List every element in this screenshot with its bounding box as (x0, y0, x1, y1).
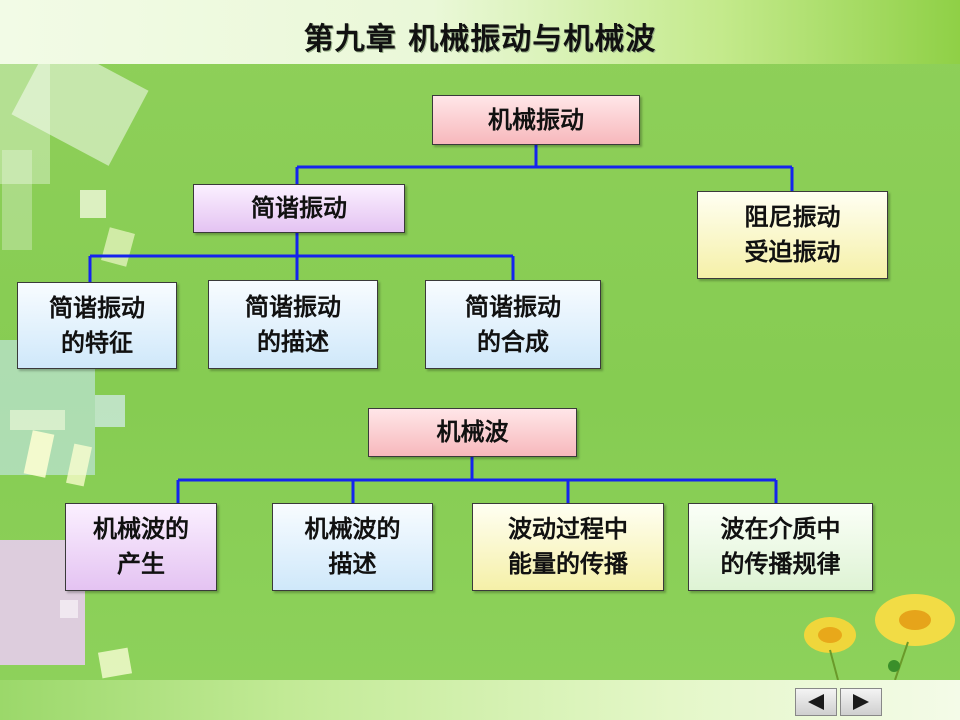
prev-slide-button[interactable] (795, 688, 837, 716)
node-wave-propagation-law: 波在介质中 的传播规律 (688, 503, 873, 591)
deco-square (10, 410, 65, 430)
deco-square (95, 395, 125, 427)
next-slide-button[interactable] (840, 688, 882, 716)
flower-decoration (804, 594, 955, 680)
node-mechanical-vibration: 机械振动 (432, 95, 640, 145)
deco-square (60, 600, 78, 618)
node-wave-description: 机械波的 描述 (272, 503, 433, 591)
node-shm-features: 简谐振动 的特征 (17, 282, 177, 369)
node-wave-energy: 波动过程中 能量的传播 (472, 503, 664, 591)
title-bar: 第九章 机械振动与机械波 (0, 0, 960, 64)
node-damped-forced-vibration: 阻尼振动 受迫振动 (697, 191, 888, 279)
triangle-right-icon (853, 694, 869, 710)
slide-title: 第九章 机械振动与机械波 (303, 22, 657, 57)
triangle-left-icon (808, 694, 824, 710)
node-mechanical-wave: 机械波 (368, 408, 577, 457)
deco-square (80, 190, 106, 218)
node-simple-harmonic-vibration: 简谐振动 (193, 184, 405, 233)
node-shm-description: 简谐振动 的描述 (208, 280, 378, 369)
node-shm-composition: 简谐振动 的合成 (425, 280, 601, 369)
deco-square (2, 150, 32, 250)
node-wave-generation: 机械波的 产生 (65, 503, 217, 591)
